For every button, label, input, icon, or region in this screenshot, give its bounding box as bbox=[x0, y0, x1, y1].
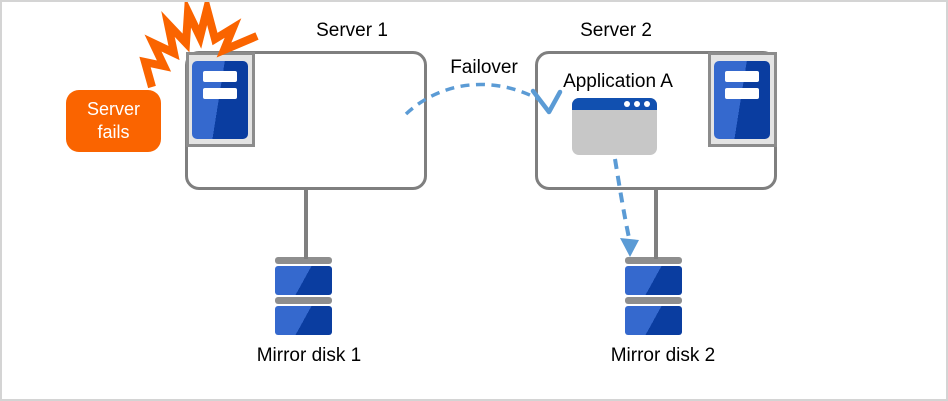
server-fails-badge: Server fails bbox=[66, 90, 161, 152]
server-tower-body bbox=[192, 61, 248, 139]
titlebar-dot bbox=[644, 101, 650, 107]
application-label: Application A bbox=[563, 71, 673, 92]
server-fails-label: Server fails bbox=[86, 99, 140, 142]
tower-slot bbox=[203, 88, 237, 99]
mirror-disk2-label: Mirror disk 2 bbox=[610, 345, 716, 366]
disk-platter bbox=[275, 266, 332, 295]
mirror-disk2-icon bbox=[625, 257, 682, 337]
tower-slot bbox=[725, 71, 759, 82]
server-tower-icon bbox=[708, 52, 777, 147]
disk-platter bbox=[625, 306, 682, 335]
mirror-disk1-label: Mirror disk 1 bbox=[256, 345, 362, 366]
disk-platter bbox=[625, 266, 682, 295]
tower-slot bbox=[203, 71, 237, 82]
app-titlebar-dots bbox=[624, 101, 650, 107]
mirror-disk1-icon bbox=[275, 257, 332, 337]
server-tower-body bbox=[714, 61, 770, 139]
disk-bar bbox=[275, 257, 332, 264]
server-tower-icon bbox=[186, 52, 255, 147]
titlebar-dot bbox=[634, 101, 640, 107]
titlebar-dot bbox=[624, 101, 630, 107]
disk-bar bbox=[275, 297, 332, 304]
server2-label: Server 2 bbox=[580, 20, 652, 41]
app-titlebar bbox=[572, 98, 657, 110]
disk-platter bbox=[275, 306, 332, 335]
failover-label: Failover bbox=[450, 57, 518, 78]
server1-label: Server 1 bbox=[316, 20, 388, 41]
disk-bar bbox=[625, 297, 682, 304]
app-to-disk-arrowhead bbox=[620, 238, 639, 257]
disk-bar bbox=[625, 257, 682, 264]
application-window-icon bbox=[572, 98, 657, 155]
tower-slot bbox=[725, 88, 759, 99]
